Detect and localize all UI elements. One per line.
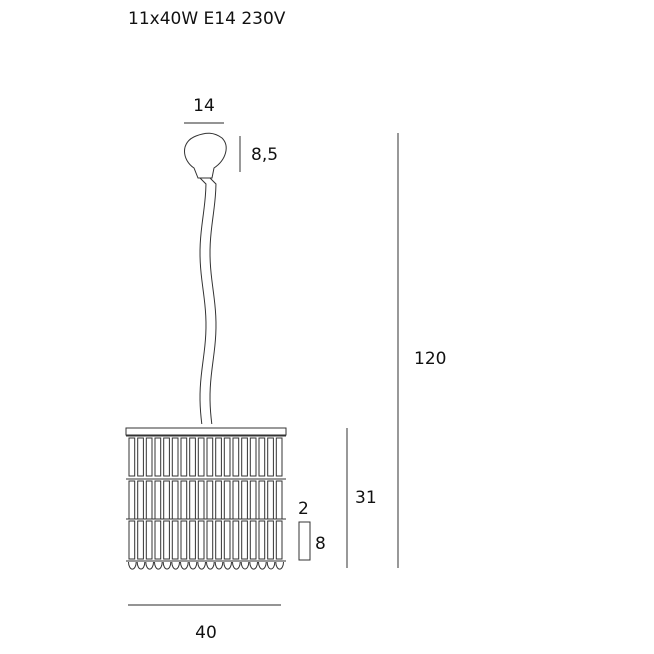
canopy-width-label: 14 bbox=[193, 96, 215, 116]
crystal-rod bbox=[232, 520, 240, 560]
crystal-rod bbox=[258, 520, 266, 560]
crystal-rod bbox=[258, 480, 266, 520]
crystal-drop bbox=[258, 561, 267, 570]
crystal-rod bbox=[171, 480, 179, 520]
crystal-rod bbox=[189, 480, 196, 520]
crystal-shade bbox=[125, 427, 287, 570]
crystal-rod bbox=[128, 520, 136, 560]
crystal-rod bbox=[189, 520, 196, 560]
crystal-rod bbox=[249, 437, 257, 477]
shade-width-label: 40 bbox=[195, 623, 217, 643]
crystal-rod bbox=[154, 520, 162, 560]
crystal-rod bbox=[137, 520, 144, 560]
crystal-rod bbox=[171, 437, 179, 477]
crystal-drop bbox=[188, 561, 198, 570]
crystal-drop bbox=[240, 561, 250, 570]
crystal-rod bbox=[206, 520, 214, 560]
crystal-rod bbox=[137, 480, 144, 520]
crystal-rod bbox=[223, 520, 231, 560]
crystal-rod bbox=[180, 437, 188, 477]
shade-height-label: 31 bbox=[355, 488, 377, 508]
crystal-detail bbox=[298, 521, 311, 561]
crystal-rod bbox=[275, 480, 283, 520]
crystal-rod bbox=[145, 437, 153, 477]
crystal-drop bbox=[128, 561, 137, 570]
crystal-rod bbox=[249, 480, 257, 520]
crystal-rod bbox=[197, 520, 205, 560]
crystal-rod bbox=[223, 437, 231, 477]
canopy bbox=[184, 132, 227, 179]
crystal-drop bbox=[154, 561, 163, 570]
crystal-rod bbox=[128, 480, 136, 520]
crystal-rod bbox=[197, 437, 205, 477]
crystal-rod bbox=[215, 520, 222, 560]
crystal-rod bbox=[145, 480, 153, 520]
crystal-rod bbox=[137, 437, 144, 477]
crystal-rod bbox=[197, 480, 205, 520]
crystal-drop bbox=[249, 561, 258, 570]
crystal-rod bbox=[275, 520, 283, 560]
crystal-rod bbox=[232, 480, 240, 520]
crystal-rod bbox=[163, 480, 170, 520]
crystal-rod bbox=[241, 520, 248, 560]
crystal-rod bbox=[223, 480, 231, 520]
crystal-rod bbox=[241, 480, 248, 520]
crystal-rod bbox=[267, 520, 274, 560]
crystal-rod bbox=[267, 480, 274, 520]
crystal-drop bbox=[180, 561, 189, 570]
crystal-rod bbox=[154, 480, 162, 520]
crystal-drop bbox=[145, 561, 154, 570]
crystal-rod bbox=[215, 480, 222, 520]
crystal-rod bbox=[241, 437, 248, 477]
crystal-drop bbox=[214, 561, 224, 570]
crystal-width-label: 2 bbox=[298, 499, 309, 519]
crystal-drop bbox=[223, 561, 232, 570]
crystal-rod bbox=[163, 520, 170, 560]
crystal-drop bbox=[162, 561, 172, 570]
crystal-drop bbox=[206, 561, 215, 570]
crystal-rod bbox=[163, 437, 170, 477]
crystal-drop bbox=[136, 561, 146, 570]
crystal-rod bbox=[267, 437, 274, 477]
crystal-rod bbox=[189, 437, 196, 477]
suspension-cord bbox=[209, 177, 217, 425]
crystal-rod bbox=[206, 437, 214, 477]
total-height-label: 120 bbox=[414, 349, 446, 369]
shade-top-ring bbox=[125, 427, 287, 436]
crystal-rod bbox=[215, 437, 222, 477]
crystal-drop bbox=[197, 561, 206, 570]
crystal-rod bbox=[154, 437, 162, 477]
crystal-drop bbox=[266, 561, 276, 570]
crystal-drop bbox=[275, 561, 284, 570]
crystal-rod bbox=[180, 480, 188, 520]
crystal-drop bbox=[232, 561, 241, 570]
crystal-rod bbox=[171, 520, 179, 560]
crystal-rod bbox=[206, 480, 214, 520]
crystal-rod bbox=[258, 437, 266, 477]
crystal-drop bbox=[171, 561, 180, 570]
suspension-cord bbox=[199, 177, 207, 425]
crystal-rod bbox=[275, 437, 283, 477]
crystal-rod bbox=[232, 437, 240, 477]
crystal-rod bbox=[249, 520, 257, 560]
crystal-height-label: 8 bbox=[315, 534, 326, 554]
crystal-rod bbox=[145, 520, 153, 560]
canopy-height-label: 8,5 bbox=[251, 145, 278, 165]
crystal-rod bbox=[180, 520, 188, 560]
crystal-rod bbox=[128, 437, 136, 477]
spec-text: 11x40W E14 230V bbox=[128, 9, 286, 29]
